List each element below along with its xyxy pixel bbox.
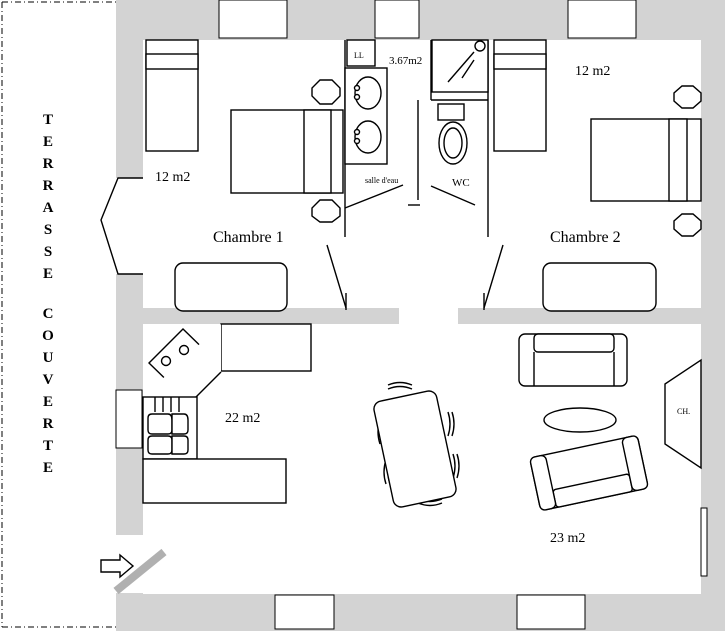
sofa-bottom (529, 435, 649, 511)
single-bed-1 (145, 39, 199, 152)
bedroom2-area: 12 m2 (575, 64, 610, 79)
bay-window (100, 177, 144, 275)
coffee-table (543, 407, 617, 433)
wardrobe-1 (174, 262, 288, 312)
window-left (115, 389, 143, 449)
terrace-letter: S (44, 222, 52, 238)
toilet (437, 103, 468, 165)
wardrobe-2 (542, 262, 657, 312)
bedroom1-area: 12 m2 (155, 170, 190, 185)
bedroom1-door (326, 244, 347, 309)
terrace-letter: R (43, 178, 54, 194)
terrace-letter: A (43, 200, 54, 216)
nightstand-2a (673, 85, 702, 109)
kitchen-area: 22 m2 (225, 411, 260, 426)
window-bottom-2 (516, 594, 586, 630)
counter-angle-edge (195, 371, 222, 398)
window-top-1 (218, 0, 288, 39)
terrace-letter: E (43, 266, 53, 282)
bathroom-name: salle d'eau (365, 176, 398, 185)
washer-box (346, 39, 376, 67)
entry-arrow-icon (100, 553, 135, 579)
window-bottom-1 (274, 594, 335, 630)
double-bed-2 (590, 118, 702, 202)
terrace-letter: S (44, 244, 52, 260)
terrace-letter: U (43, 350, 54, 366)
bathroom-area: 3.67m2 (389, 55, 422, 67)
terrace-letter: O (42, 328, 54, 344)
bedroom2-door (483, 244, 504, 309)
terrace-letter: T (43, 438, 53, 454)
bedroom1-name: Chambre 1 (213, 229, 284, 246)
window-right (700, 507, 708, 577)
terrace-letter: R (43, 416, 54, 432)
wc-label: WC (452, 177, 470, 189)
fireplace (664, 358, 702, 470)
terrace-letter: C (43, 306, 54, 322)
terrace-letter: E (43, 394, 53, 410)
double-sink (344, 67, 388, 165)
sofa-top (518, 333, 628, 387)
bedroom2-name: Chambre 2 (550, 229, 621, 246)
terrace-letter: E (43, 134, 53, 150)
kitchen-sink (142, 396, 198, 460)
living-area: 23 m2 (550, 531, 585, 546)
counter-angle (143, 324, 221, 397)
terrace-letter: E (43, 460, 53, 476)
shower (431, 39, 489, 93)
entry-door (113, 548, 167, 595)
kitchen-counter (142, 458, 287, 504)
double-bed-1 (230, 109, 344, 194)
single-bed-2 (493, 39, 547, 152)
dining-table (373, 381, 460, 508)
nightstand-1b (311, 199, 341, 223)
fireplace-label: CH. (677, 407, 690, 416)
counter-corner (220, 323, 312, 372)
nightstand-2b (673, 213, 702, 237)
partition-left (141, 308, 399, 324)
terrace-letter: V (43, 372, 54, 388)
window-top-3 (567, 0, 637, 39)
window-top-2 (374, 0, 420, 39)
nightstand-1a (311, 79, 341, 105)
washer-label: LL (354, 51, 364, 60)
partition-right (458, 308, 706, 324)
terrace-letter: T (43, 112, 53, 128)
terrace-letter: R (43, 156, 54, 172)
terrace-boundary (1, 1, 116, 628)
